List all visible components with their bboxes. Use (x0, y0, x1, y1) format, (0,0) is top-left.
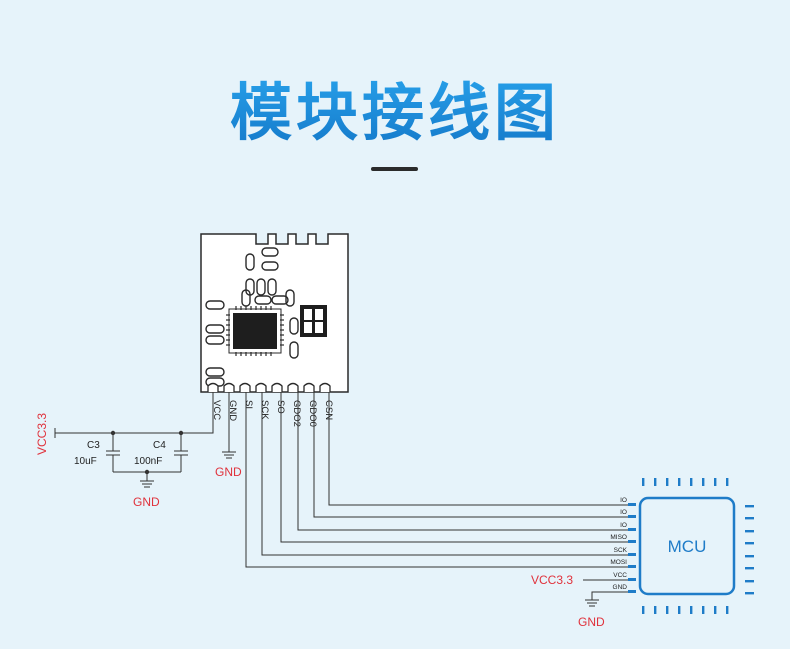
mcu-pin-miso: MISO (610, 534, 627, 541)
mcu-pin-mosi: MOSI (610, 559, 627, 566)
rf-chip (226, 306, 284, 356)
wire-so (280, 392, 628, 543)
mcu-pin-vcc: VCC (613, 572, 627, 579)
c3-ref: C3 (87, 440, 100, 451)
gnd-label-caps: GND (133, 495, 160, 509)
wire-gdo0 (313, 392, 628, 518)
wire-gdo2 (297, 392, 628, 531)
mcu-pin-sck: SCK (614, 547, 628, 554)
wire-csn (328, 392, 628, 506)
pin-label-gdo2: GDO2 (291, 400, 302, 427)
title-underline (371, 167, 418, 171)
vcc-label-left: VCC3.3 (35, 413, 49, 455)
mcu-top-pins (642, 478, 729, 486)
wire-sck (261, 392, 628, 556)
mcu-left-stubs (628, 503, 636, 593)
mcu-bottom-pins (642, 606, 729, 614)
pin-label-gnd: GND (227, 400, 238, 421)
pin-label-sck: SCK (259, 400, 270, 420)
c3-value: 10uF (74, 456, 97, 467)
module-pin-pads (207, 382, 331, 392)
mcu-pin-labels: IO IO IO MISO SCK MOSI VCC GND (610, 497, 627, 591)
mcu-pin-io-1: IO (620, 497, 627, 504)
mcu-pin-gnd: GND (613, 584, 628, 591)
vcc-label-mcu: VCC3.3 (531, 573, 573, 587)
rf-module: VCC GND SI SCK SO GDO2 GDO0 CSN (200, 233, 349, 427)
module-pads (205, 247, 299, 387)
pin-label-gdo0: GDO0 (307, 400, 318, 427)
pin-label-si: SI (243, 400, 254, 409)
pin-label-vcc: VCC (211, 400, 222, 420)
signal-wires (245, 392, 628, 607)
mcu-pin-io-2: IO (620, 509, 627, 516)
c4-value: 100nF (134, 456, 162, 467)
gnd-label-module: GND (215, 465, 242, 479)
mcu-right-pins (745, 505, 754, 595)
page-title: 模块接线图 (0, 62, 790, 152)
mcu-chip: MCU (638, 478, 754, 614)
wire-si (245, 392, 628, 568)
mcu-label: MCU (668, 537, 707, 556)
junction-dots (110, 430, 184, 475)
crystal (300, 305, 327, 337)
mcu-pin-io-3: IO (620, 522, 627, 529)
gnd-label-mcu: GND (578, 615, 605, 629)
c4-ref: C4 (153, 440, 166, 451)
